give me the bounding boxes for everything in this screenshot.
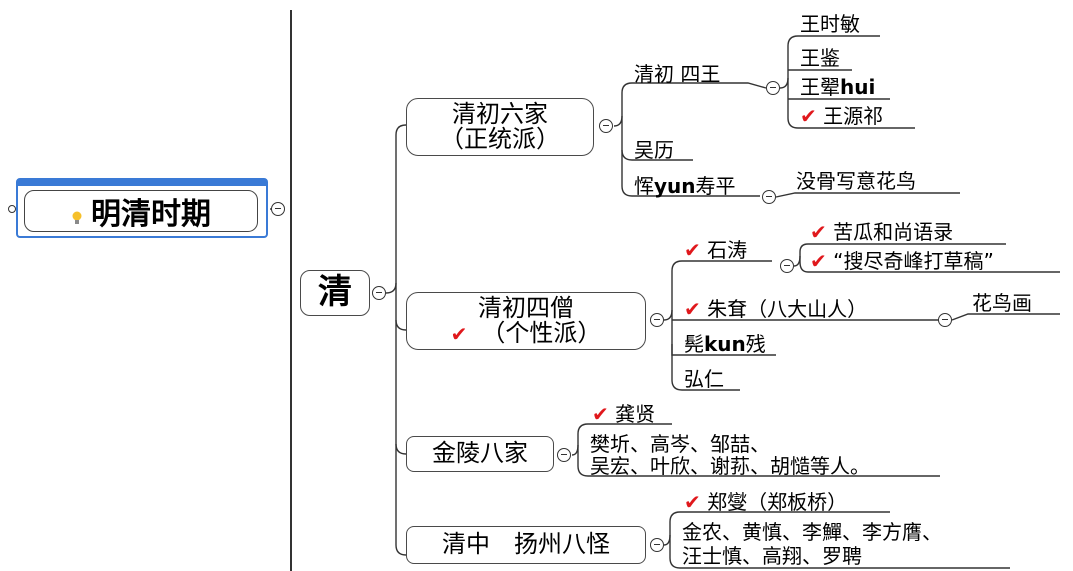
- zhengxie-label: 郑燮（郑板桥）: [707, 490, 848, 514]
- liujia-line1: 清初六家: [452, 99, 548, 128]
- yangzhou-item-others-2: 汪士慎、高翔、罗聘: [682, 544, 862, 568]
- collapse-toggle-qing[interactable]: [372, 286, 386, 300]
- siseng-node[interactable]: 清初四僧 ✔ （个性派）: [406, 292, 646, 350]
- collapse-toggle-jinling[interactable]: [557, 448, 571, 462]
- jinling-item-others-2: 吴宏、叶欣、谢荪、胡慥等人。: [590, 454, 870, 478]
- bulb-icon: [71, 210, 83, 224]
- yangzhou-item-zhengxie: ✔ 郑燮（郑板桥）: [684, 492, 847, 512]
- wang-yuanqi: ✔ 王源祁: [800, 106, 883, 126]
- yun-hanzi: 恽: [634, 174, 654, 198]
- siseng-sub-kuncan: 髡kun残: [684, 334, 766, 354]
- root-node[interactable]: 明清时期: [16, 178, 268, 238]
- collapse-toggle-yangzhou[interactable]: [650, 538, 664, 552]
- qing-label: 清: [318, 272, 352, 313]
- check-icon: ✔: [684, 490, 701, 514]
- yun-rest: 寿平: [695, 174, 736, 198]
- collapse-toggle-liujia[interactable]: [599, 119, 613, 133]
- gongxian-label: 龚贤: [615, 402, 656, 426]
- check-icon: ✔: [450, 322, 468, 346]
- root-anchor-dot: [8, 205, 16, 213]
- wang-yuanqi-label: 王源祁: [823, 104, 884, 128]
- kun-rest: 残: [745, 332, 766, 356]
- qing-node[interactable]: 清: [300, 270, 370, 316]
- liujia-sub-wuli: 吴历: [634, 138, 674, 162]
- zhuda-label: 朱耷（八大山人）: [707, 297, 868, 321]
- kugua-label: 苦瓜和尚语录: [833, 220, 954, 244]
- yun-item-mogu: 没骨写意花鸟: [796, 169, 916, 193]
- collapse-toggle-yun[interactable]: [762, 190, 776, 204]
- wang-hui-hanzi: 王翚: [800, 75, 840, 99]
- kun-pinyin: kun: [704, 332, 746, 356]
- collapse-toggle-shitao[interactable]: [780, 259, 794, 273]
- shitao-item-soujin: ✔ “搜尽奇峰打草稿”: [810, 251, 994, 271]
- kun-hanzi: 髡: [684, 332, 704, 356]
- yangzhou-node[interactable]: 清中 扬州八怪: [406, 526, 646, 564]
- liujia-node[interactable]: 清初六家 （正统派）: [406, 98, 594, 156]
- check-icon: ✔: [684, 238, 701, 262]
- liujia-sub-yun: 恽yun寿平: [634, 176, 736, 196]
- yangzhou-item-others-1: 金农、黄慎、李鱓、李方膺、: [682, 520, 942, 544]
- siseng-sub-hongren: 弘仁: [684, 367, 724, 391]
- liujia-sub-siwang: 清初 四王: [634, 62, 721, 86]
- yun-pinyin: yun: [654, 174, 696, 198]
- collapse-toggle-zhuda[interactable]: [938, 313, 952, 327]
- shitao-label: 石涛: [707, 238, 748, 262]
- wang-hui: 王翚hui: [800, 77, 875, 97]
- jinling-item-gongxian: ✔ 龚贤: [592, 404, 655, 424]
- wang-hui-pinyin: hui: [840, 75, 876, 99]
- siseng-sub-shitao: ✔ 石涛: [684, 240, 747, 260]
- siseng-line2-label: （个性派）: [481, 319, 602, 347]
- siseng-sub-zhuda: ✔ 朱耷（八大山人）: [684, 299, 867, 319]
- check-icon: ✔: [800, 104, 817, 128]
- zhuda-item-huaniao: 花鸟画: [972, 291, 1032, 315]
- collapse-toggle-root[interactable]: [271, 202, 285, 216]
- jinling-item-others-1: 樊圻、高岑、邹喆、: [590, 432, 770, 456]
- root-label: 明清时期: [91, 197, 211, 232]
- jinling-label: 金陵八家: [432, 439, 528, 468]
- check-icon: ✔: [810, 220, 827, 244]
- yangzhou-label: 清中 扬州八怪: [442, 530, 610, 559]
- collapse-toggle-siwang[interactable]: [766, 81, 780, 95]
- shitao-item-kugua: ✔ 苦瓜和尚语录: [810, 222, 953, 242]
- siseng-line2: ✔ （个性派）: [450, 319, 602, 347]
- check-icon: ✔: [810, 249, 827, 273]
- wang-jian: 王鉴: [800, 46, 840, 70]
- collapse-toggle-siseng[interactable]: [650, 313, 664, 327]
- root-title-bar: [18, 180, 266, 186]
- jinling-node[interactable]: 金陵八家: [406, 436, 554, 472]
- check-icon: ✔: [592, 402, 609, 426]
- check-icon: ✔: [684, 297, 701, 321]
- wang-shimin: 王时敏: [800, 12, 860, 36]
- soujin-label: “搜尽奇峰打草稿”: [833, 249, 994, 273]
- root-inner: 明清时期: [24, 190, 258, 232]
- liujia-line2: （正统派）: [440, 125, 560, 153]
- siseng-line1: 清初四僧: [478, 293, 574, 322]
